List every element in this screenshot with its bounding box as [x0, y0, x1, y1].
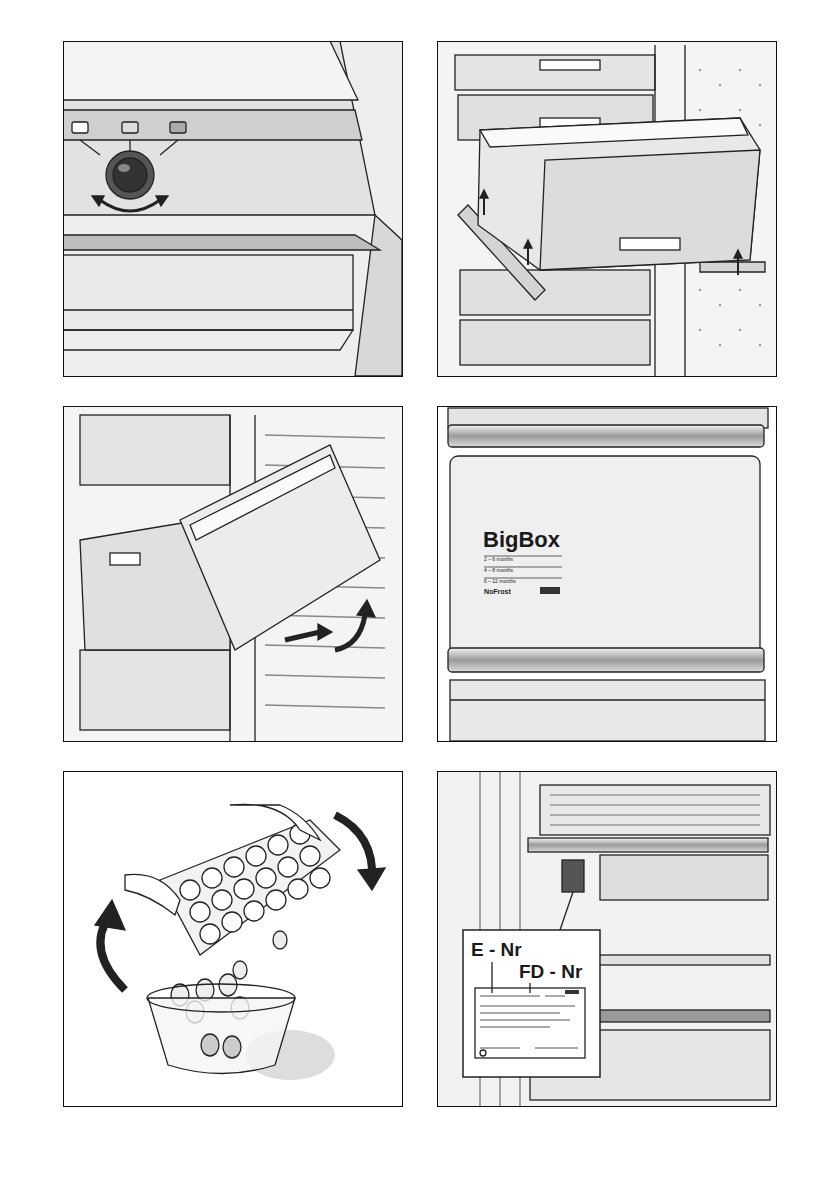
plate-field-label: FD - Nr: [518, 962, 583, 983]
drawer-tilt-panel: [63, 406, 402, 741]
storage-time: 2 – 6 months: [484, 557, 513, 563]
plate-field-label: E - Nr: [470, 940, 523, 961]
product-name: BigBox: [483, 528, 560, 552]
egg-tray-panel: [63, 771, 402, 1106]
feature-mark: NoFrost: [484, 588, 511, 596]
panel-frames: [64, 42, 777, 1107]
bigbox-panel: [437, 406, 776, 741]
drawer-removal-panel: [437, 41, 776, 376]
dial-panel: [63, 41, 402, 376]
rating-plate-panel: [437, 771, 776, 1106]
storage-time: 6 – 12 months: [484, 579, 516, 585]
storage-time: 4 – 8 months: [484, 568, 513, 574]
